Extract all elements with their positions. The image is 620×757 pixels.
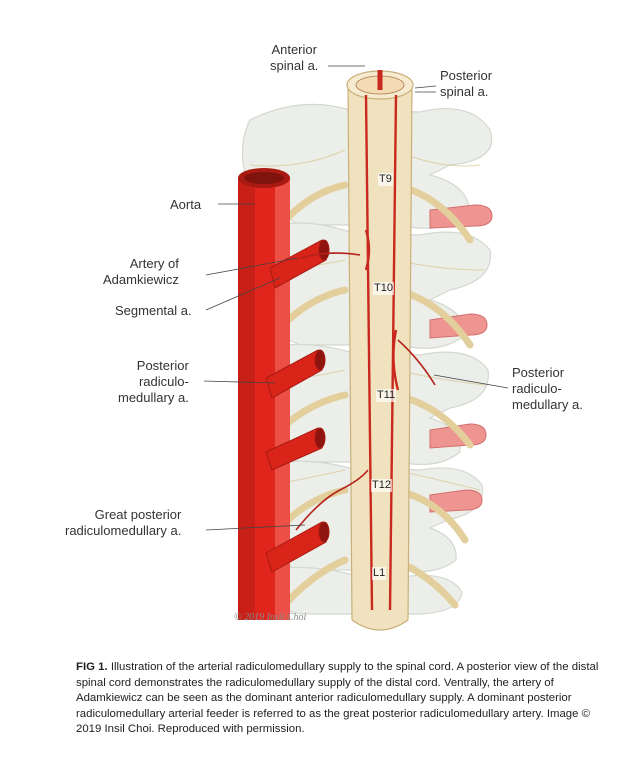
leader-lines [203,65,509,531]
illustration-svg [203,65,509,631]
level-t11: T11 [376,389,397,402]
caption-fig-label: FIG 1. [76,661,108,673]
spinal-cord [346,70,414,631]
level-t10: T10 [373,282,394,295]
label-anterior-spinal: Anterior spinal a. [270,42,319,73]
label-posterior-spinal: Posterior spinal a. [440,68,493,99]
spinal-cord-illustration [203,65,509,631]
label-posterior-radiculo-left: Posterior radiculo- medullary a. [118,358,189,405]
figure-caption: FIG 1. Illustration of the arterial radi… [76,660,606,738]
label-adamkiewicz: Artery of Adamkiewicz [103,256,179,287]
label-segmental: Segmental a. [115,303,192,318]
aorta [238,168,290,620]
level-t12: T12 [371,479,392,492]
radiculomedullary-feeders [295,252,436,531]
label-aorta: Aorta [170,197,202,212]
level-t9: T9 [378,173,393,186]
level-l1: L1 [372,567,387,580]
copyright-credit: © 2019 Insil Choi [234,612,307,623]
posterior-spinal-arteries [364,70,400,611]
label-posterior-radiculo-right: Posterior radiculo- medullary a. [512,365,583,412]
segmental-arteries [265,239,330,573]
caption-text: Illustration of the arterial radiculomed… [76,661,599,735]
label-great-posterior: Great posterior radiculomedullary a. [65,507,182,538]
